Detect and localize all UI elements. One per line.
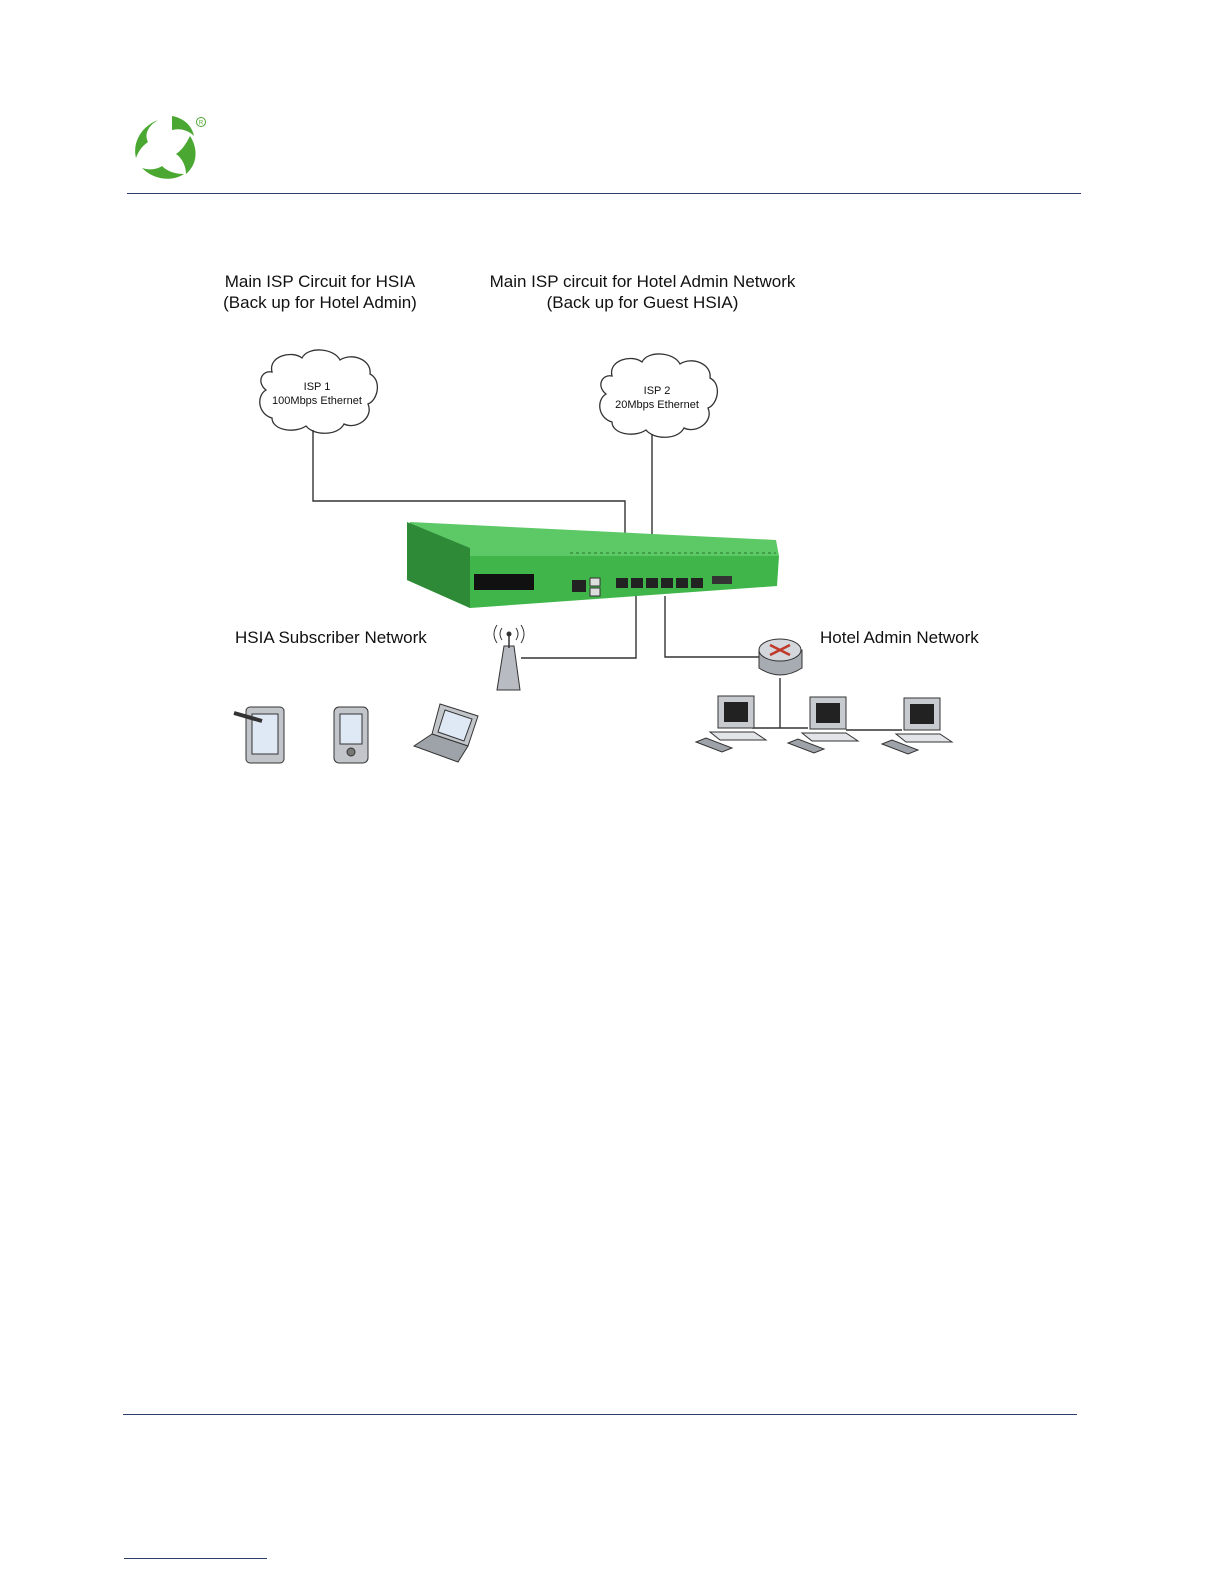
footer-rule [123,1414,1077,1415]
router-icon [759,639,802,728]
isp1-circuit-title: Main ISP Circuit for HSIA [205,271,435,292]
admin-network-label: Hotel Admin Network [820,627,979,648]
isp1-circuit-subtitle: (Back up for Hotel Admin) [205,292,435,313]
isp1-speed: 100Mbps Ethernet [252,394,382,408]
isp2-circuit-title: Main ISP circuit for Hotel Admin Network [470,271,815,292]
footnote-rule [124,1558,267,1559]
isp1-cloud-label: ISP 1 100Mbps Ethernet [252,380,382,408]
desktop-computer-icon [696,696,952,754]
isp2-speed: 20Mbps Ethernet [592,398,722,412]
wireless-access-point-icon [494,625,524,690]
isp2-circuit-label: Main ISP circuit for Hotel Admin Network… [470,271,815,313]
isp2-name: ISP 2 [592,384,722,398]
isp1-name: ISP 1 [252,380,382,394]
gateway-appliance-icon [407,522,779,608]
isp2-circuit-subtitle: (Back up for Guest HSIA) [470,292,815,313]
laptop-icon [414,704,478,762]
isp1-circuit-label: Main ISP Circuit for HSIA (Back up for H… [205,271,435,313]
isp2-cloud-label: ISP 2 20Mbps Ethernet [592,384,722,412]
hsia-network-label: HSIA Subscriber Network [235,627,427,648]
tablet-icon [234,707,284,763]
pda-icon [334,707,368,763]
